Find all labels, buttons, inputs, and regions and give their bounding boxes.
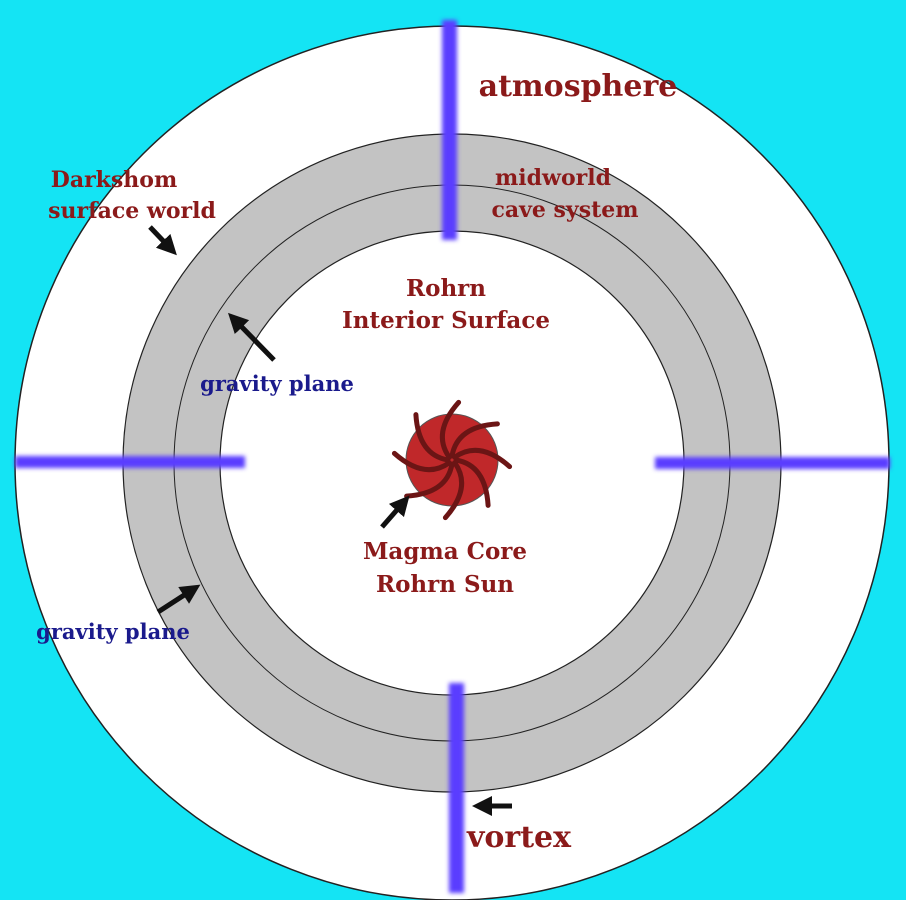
label-atmosphere: atmosphere bbox=[479, 69, 678, 104]
vortex-bar-right bbox=[655, 457, 890, 469]
label-midworld-line1: midworld bbox=[495, 165, 611, 191]
label-gravity-plane-outer: gravity plane bbox=[36, 619, 190, 644]
magma-core bbox=[391, 399, 513, 521]
arrow-core bbox=[380, 495, 410, 529]
core-swirl-arm bbox=[449, 421, 500, 459]
core-swirl-arm bbox=[391, 450, 452, 473]
label-rohrn-line2: Interior Surface bbox=[342, 307, 550, 334]
core-swirl-arm bbox=[404, 461, 455, 499]
core-swirl-arm bbox=[453, 457, 491, 508]
vortex-bar-bottom bbox=[449, 683, 464, 893]
arrow-darkshom bbox=[148, 225, 177, 256]
label-vortex: vortex bbox=[466, 820, 572, 855]
label-rohrn-line1: Rohrn bbox=[406, 275, 486, 302]
label-gravity-plane-inner: gravity plane bbox=[200, 371, 354, 396]
arrows bbox=[148, 225, 512, 816]
vortex-bar-left bbox=[15, 456, 245, 468]
vortex-bar-top bbox=[442, 20, 457, 240]
label-midworld-line2: cave system bbox=[491, 197, 638, 223]
label-core-line1: Magma Core bbox=[363, 538, 527, 565]
arrow-gravity-inner bbox=[228, 312, 276, 362]
label-core-line2: Rohrn Sun bbox=[376, 571, 514, 598]
arrow-gravity-outer bbox=[156, 584, 201, 615]
label-darkshom-line1: Darkshom bbox=[51, 167, 178, 193]
vortex-bars bbox=[15, 20, 890, 893]
core-swirl-arm bbox=[413, 412, 451, 463]
core-swirl-arm bbox=[439, 399, 462, 460]
label-darkshom-line2: surface world bbox=[48, 198, 216, 224]
core-swirl-arm bbox=[452, 447, 513, 470]
core-swirl-arm bbox=[442, 460, 465, 521]
